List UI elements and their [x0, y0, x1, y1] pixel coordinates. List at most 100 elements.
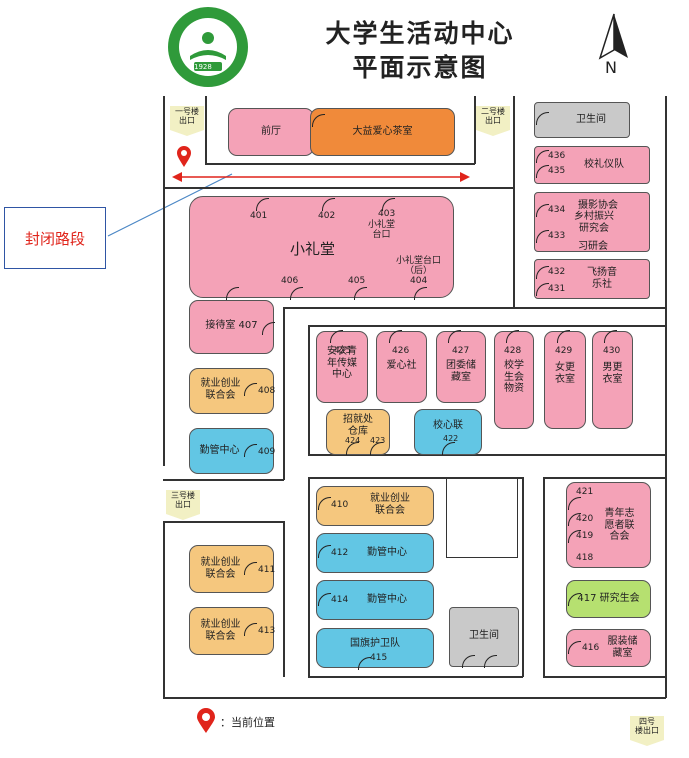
door-icon	[448, 330, 461, 343]
door-icon	[226, 287, 239, 300]
room-foyer: 前厅	[228, 108, 314, 156]
door-icon	[318, 593, 331, 606]
room-work-409-label: 勤管中心	[199, 445, 240, 456]
wall	[283, 307, 513, 309]
door-icon	[536, 165, 549, 178]
empty-block	[446, 478, 518, 558]
north-arrow-icon	[598, 13, 628, 60]
room-restroom-top-label: 卫生间	[576, 114, 606, 125]
door-icon	[506, 330, 519, 343]
wall	[308, 477, 523, 479]
door-icon	[484, 655, 497, 668]
room-number: 407	[238, 320, 258, 331]
logo-year: 1928	[194, 63, 212, 71]
room-restroom-bottom-label: 卫生间	[469, 630, 499, 641]
room-rural-revival-label: 乡村振兴 研究会	[574, 211, 614, 234]
room-reception-label: 接待室 407	[190, 320, 273, 332]
wall	[308, 325, 310, 455]
door-icon	[414, 287, 427, 300]
room-number: 434	[548, 205, 566, 215]
map-title-line2: 平面示意图	[352, 53, 488, 82]
room-flying-music-label: 飞扬音 乐社	[587, 267, 617, 290]
room-428: 校学 生会 物资	[494, 331, 534, 429]
door-icon	[568, 497, 581, 510]
room-number: 401	[250, 211, 268, 221]
exit-3: 三号楼 出口	[166, 490, 200, 520]
room-number: 431	[548, 284, 566, 294]
room-employ-413-label: 就业创业 联合会	[200, 619, 241, 642]
wall	[163, 522, 165, 698]
room-auditorium-label: 小礼堂	[290, 240, 336, 258]
room-number: 422	[443, 434, 459, 443]
room-427: 团委储 藏室	[436, 331, 486, 403]
room-426-label: 爱心社	[386, 360, 417, 371]
door-icon	[370, 442, 383, 455]
stage-back-label: 小礼堂台口 （后）	[396, 256, 442, 277]
room-number: 433	[548, 231, 566, 241]
wall	[283, 307, 285, 480]
room-number: 424	[345, 436, 361, 445]
wall	[474, 96, 476, 164]
room-number: 419	[576, 531, 594, 541]
exit-1-label: 一号楼 出口	[175, 107, 199, 125]
room-427-label: 团委储 藏室	[446, 360, 476, 383]
door-icon	[346, 442, 359, 455]
room-employ-411-label: 就业创业 联合会	[200, 557, 241, 580]
room-work-409: 勤管中心	[189, 428, 274, 474]
room-429-label: 女更 衣室	[555, 362, 575, 385]
room-grad-union-label: 417 研究生会	[567, 593, 650, 605]
wall	[665, 96, 667, 698]
wall	[543, 477, 666, 479]
wall	[543, 477, 545, 677]
wall	[283, 521, 285, 677]
room-employ-410: 就业创业 联合会	[316, 486, 434, 526]
room-number: 402	[318, 211, 336, 221]
north-label: N	[605, 58, 617, 77]
closed-road-callout: 封闭路段	[4, 207, 106, 269]
room-number: 420	[576, 514, 594, 524]
door-icon	[536, 266, 549, 279]
room-number: 428	[504, 346, 522, 356]
door-icon	[290, 287, 303, 300]
room-428-label: 校学 生会 物资	[504, 360, 524, 394]
door-icon	[536, 283, 549, 296]
exit-1: 一号楼 出口	[170, 106, 204, 136]
room-employ-408-label: 就业创业 联合会	[200, 378, 241, 401]
door-icon	[442, 442, 455, 455]
room-number: 408	[258, 386, 276, 396]
wall	[205, 96, 207, 164]
wall	[308, 676, 523, 678]
wall	[308, 477, 310, 677]
room-teahouse-label: 大益爱心茶室	[352, 126, 413, 137]
room-auditorium	[189, 196, 454, 298]
door-icon	[536, 230, 549, 243]
room-costume-store-label: 服装储 藏室	[607, 636, 638, 659]
room-etiquette: 校礼仪队	[534, 146, 650, 184]
door-icon	[322, 198, 335, 211]
room-425-label: 安农青 年传媒 中心	[327, 346, 357, 380]
door-icon	[536, 150, 549, 163]
stage-front-label: 小礼堂 台口	[368, 220, 396, 241]
room-work-414: 勤管中心	[316, 580, 434, 620]
room-number: 412	[331, 548, 349, 558]
room-number: 421	[576, 487, 594, 497]
door-icon	[462, 655, 475, 668]
room-work-412-label: 勤管中心	[367, 547, 407, 558]
door-icon	[358, 657, 371, 670]
wall	[205, 163, 475, 165]
wall	[163, 521, 284, 523]
door-icon	[244, 383, 257, 396]
door-icon	[244, 623, 257, 636]
room-number: 409	[258, 447, 276, 457]
room-number: 432	[548, 267, 566, 277]
room-number: 414	[331, 595, 349, 605]
exit-2-label: 二号楼 出口	[481, 107, 505, 125]
room-employ-411: 就业创业 联合会	[189, 545, 274, 593]
room-number: 430	[603, 346, 621, 356]
room-number: 427	[452, 346, 470, 356]
room-youth-volunteer-label: 青年志 愿者联 合会	[604, 508, 635, 542]
room-number: 436	[548, 151, 566, 161]
wall	[308, 325, 666, 327]
door-icon	[382, 198, 395, 211]
